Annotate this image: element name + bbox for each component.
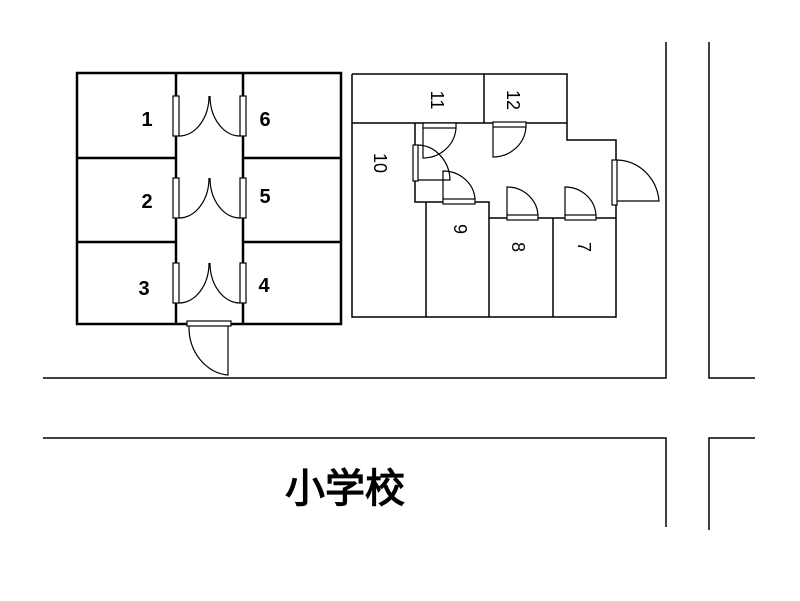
room-label-7: 7 [574, 242, 594, 252]
building-a: 1 2 3 4 5 6 [75, 71, 343, 376]
doors-b [412, 121, 660, 221]
room-label-12: 12 [503, 90, 523, 110]
roads [43, 42, 755, 530]
school-label: 小学校 [285, 466, 405, 512]
room-label-3: 3 [138, 278, 149, 300]
doors-a [172, 95, 247, 376]
building-b: 7 8 9 10 11 12 [351, 73, 660, 318]
room-label-2: 2 [141, 191, 152, 213]
room-label-4: 4 [258, 275, 270, 297]
room-label-5: 5 [259, 186, 270, 208]
room-label-6: 6 [259, 109, 270, 131]
room-label-1: 1 [141, 109, 152, 131]
room-label-9: 9 [450, 224, 470, 234]
room-label-8: 8 [508, 242, 528, 252]
room-label-10: 10 [370, 153, 390, 173]
room-label-11: 11 [427, 91, 447, 110]
